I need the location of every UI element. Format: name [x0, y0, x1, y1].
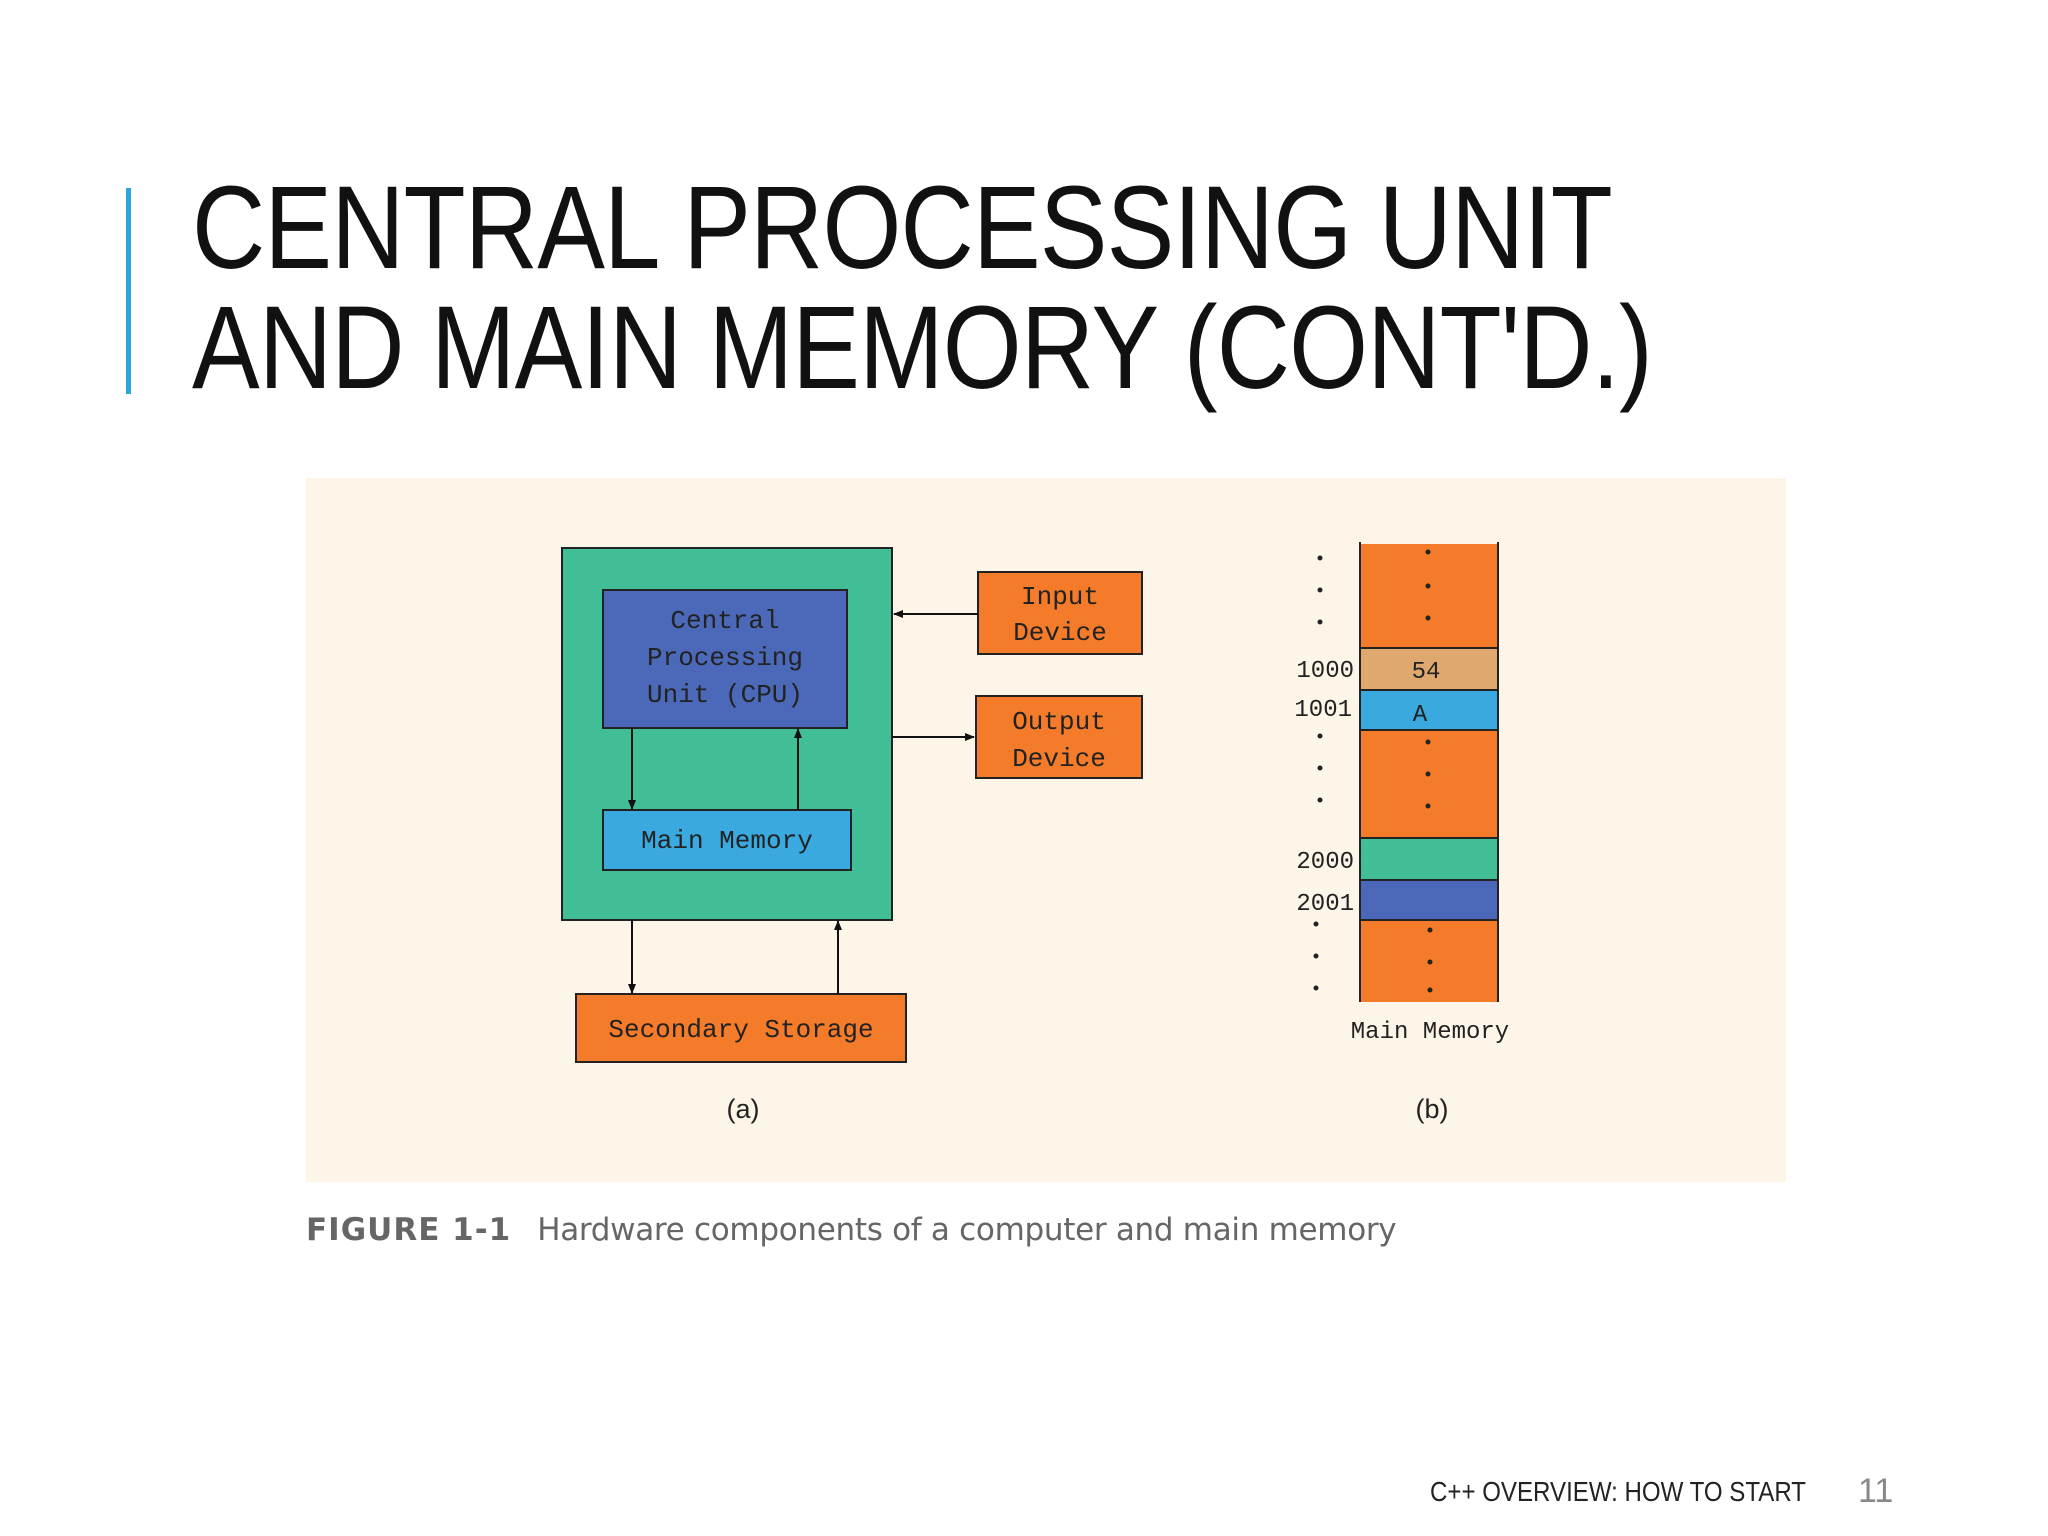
figure-panel: Central Processing Unit (CPU) Main Memor…: [306, 478, 1786, 1182]
memory-value-1001: A: [1413, 702, 1428, 729]
ellipsis-dot: [1425, 739, 1431, 745]
ellipsis-dot: [1317, 765, 1323, 771]
memory-cell-1001: [1360, 690, 1498, 730]
address-1001: 1001: [1294, 697, 1352, 724]
cpu-label-line-2: Processing: [647, 643, 803, 673]
ellipsis-dot: [1317, 797, 1323, 803]
memory-cell-middle-range: [1360, 730, 1498, 838]
ellipsis-dot: [1313, 985, 1319, 991]
secondary-storage-label: Secondary Storage: [608, 1015, 873, 1045]
ellipsis-dot: [1427, 959, 1433, 965]
ellipsis-dot: [1317, 619, 1323, 625]
diagram-a-label: (a): [727, 1094, 760, 1124]
main-memory-box: [602, 809, 852, 871]
slide-footer: C++ OVERVIEW: HOW TO START: [1430, 1476, 1807, 1507]
memory-cell-2001: [1360, 880, 1498, 920]
slide-title-line-1: CENTRAL PROCESSING UNIT: [192, 162, 1613, 294]
ellipsis-dot: [1313, 953, 1319, 959]
input-device-label-line-1: Input: [1021, 582, 1099, 612]
title-accent-bar: [126, 188, 131, 394]
memory-value-1000: 54: [1412, 659, 1441, 686]
ellipsis-dot: [1425, 615, 1431, 621]
ellipsis-dot: [1313, 921, 1319, 927]
main-memory-column-label: Main Memory: [1351, 1019, 1509, 1046]
ellipsis-dot: [1317, 587, 1323, 593]
figure-caption-text: Hardware components of a computer and ma…: [537, 1212, 1397, 1248]
slide-title-line-2: AND MAIN MEMORY (CONT'D.): [192, 282, 1653, 414]
diagram-b-label: (b): [1416, 1094, 1449, 1124]
figure-caption: FIGURE 1-1 Hardware components of a compu…: [306, 1212, 1397, 1248]
output-device-box: [975, 695, 1143, 779]
output-device-label-line-2: Device: [1012, 744, 1106, 774]
ellipsis-dot: [1425, 583, 1431, 589]
cpu-box: [602, 589, 848, 729]
ellipsis-dot: [1317, 733, 1323, 739]
memory-column: [1359, 542, 1499, 1002]
output-device-label-line-1: Output: [1012, 707, 1106, 737]
memory-cell-upper-range: [1360, 544, 1498, 648]
ellipsis-dot: [1425, 771, 1431, 777]
secondary-storage-box: [575, 993, 907, 1063]
memory-cell-1000: [1360, 648, 1498, 690]
address-2001: 2001: [1296, 891, 1354, 918]
input-device-label-line-2: Device: [1013, 618, 1107, 648]
cpu-label-line-3: Unit (CPU): [647, 680, 803, 710]
ellipsis-dot: [1425, 549, 1431, 555]
figure-number: FIGURE 1-1: [306, 1212, 512, 1248]
main-memory-label: Main Memory: [641, 826, 813, 856]
hardware-diagram: Central Processing Unit (CPU) Main Memor…: [561, 542, 1509, 1124]
page-number: 11: [1858, 1472, 1894, 1510]
ellipsis-dot: [1427, 927, 1433, 933]
memory-cell-2000: [1360, 838, 1498, 880]
ellipsis-dot: [1317, 555, 1323, 561]
memory-ellipsis-dots: [1313, 549, 1433, 993]
ellipsis-dot: [1427, 987, 1433, 993]
address-2000: 2000: [1296, 849, 1354, 876]
ellipsis-dot: [1425, 803, 1431, 809]
slide-title: CENTRAL PROCESSING UNIT AND MAIN MEMORY …: [192, 162, 1653, 414]
address-1000: 1000: [1296, 658, 1354, 685]
cpu-label-line-1: Central: [670, 606, 779, 636]
